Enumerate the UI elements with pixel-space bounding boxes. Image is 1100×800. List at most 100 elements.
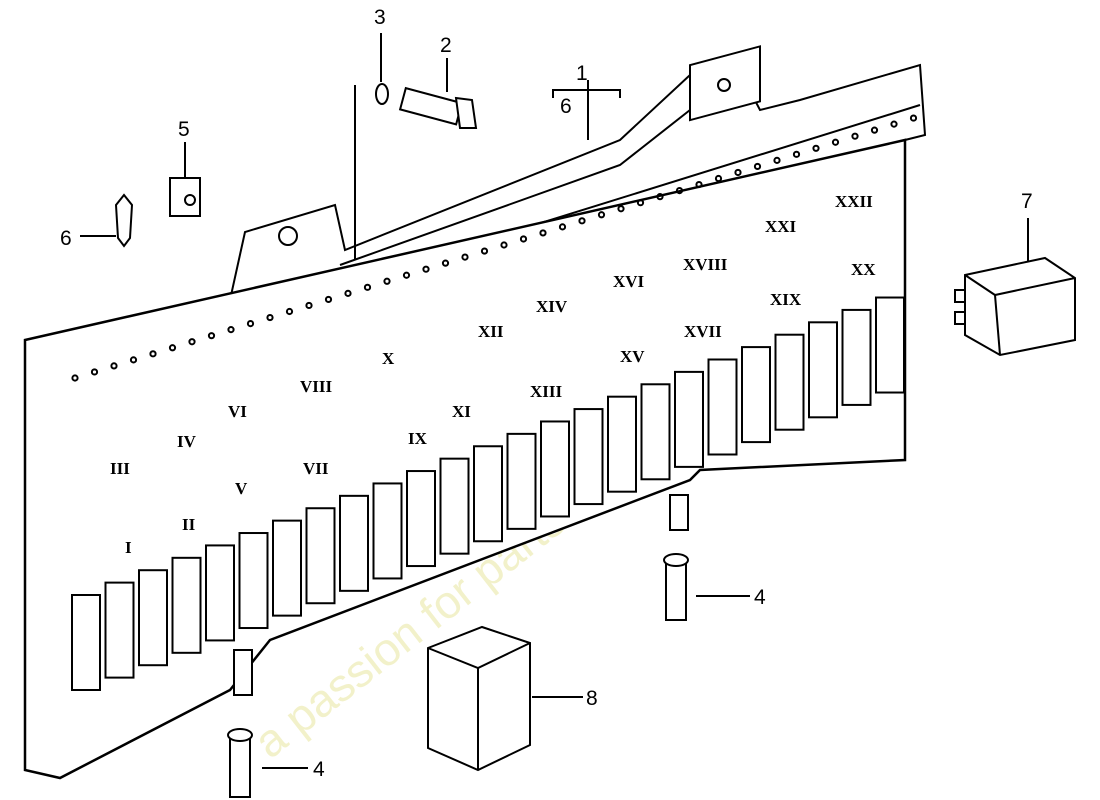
rail-hole [500, 241, 508, 249]
fuse-slot [640, 383, 671, 481]
slot-label: XIV [536, 297, 568, 316]
rail-hole [441, 259, 450, 267]
rail-hole [149, 350, 157, 358]
slot-numerals: I II III IV V VI VII VIII IX X XI XII XI… [110, 192, 876, 557]
leader-lines [80, 33, 1029, 769]
rail-hole [812, 144, 820, 152]
rail-hole [539, 229, 547, 237]
callout-7: 7 [1021, 190, 1033, 213]
rail-hole [831, 138, 840, 146]
slot-label: XIII [530, 382, 563, 401]
fuse-slot [607, 395, 637, 493]
fuse-slot [272, 519, 302, 617]
rail-hole [383, 277, 391, 285]
slot-label: II [182, 515, 196, 534]
callout-3: 3 [374, 6, 386, 29]
rail-hole [753, 162, 762, 171]
fuse-slot [674, 370, 704, 468]
fuse-slot [439, 457, 470, 555]
rail-hole [461, 253, 469, 261]
rail-hole [363, 283, 372, 291]
fuse-slot [138, 569, 168, 667]
part-6-pin [114, 193, 134, 248]
fuse-slot [171, 556, 202, 654]
callout-4: 4 [313, 758, 325, 781]
rail-hole [792, 150, 801, 158]
rail-hole [324, 295, 333, 304]
callout-1: 1 [576, 62, 588, 85]
slot-label: IV [177, 432, 197, 451]
rail-hole [578, 217, 586, 225]
slot-label: VII [303, 459, 329, 478]
rail-hole [266, 313, 274, 322]
slot-label: XVI [613, 272, 645, 291]
rail-hole [734, 168, 742, 177]
fuse-slot [808, 321, 838, 419]
rail-hole [207, 332, 216, 340]
slot-label: XXI [765, 217, 797, 236]
slot-label: XV [620, 347, 645, 366]
fuse-slot [473, 445, 503, 543]
slot-label: III [110, 459, 130, 478]
rail-hole [519, 235, 528, 243]
slot-label: XVII [684, 322, 722, 341]
fuse-slot [875, 296, 905, 394]
fuse-slot [573, 408, 604, 506]
part-4-sleeve [663, 553, 689, 621]
rail-hole [773, 156, 781, 164]
slot-label: V [235, 479, 248, 498]
slot-label: XI [452, 402, 471, 421]
rail-hole [597, 211, 606, 219]
slot-label: XIX [770, 290, 802, 309]
mounting-post [233, 649, 253, 696]
fuse-slots [71, 296, 905, 691]
slot-label: XVIII [683, 255, 728, 274]
callout-4: 4 [754, 586, 766, 609]
fuse-slot [707, 358, 738, 456]
rail-hole [870, 126, 879, 134]
fuse-slot [205, 544, 235, 642]
slot-label: I [125, 538, 132, 557]
callout-5: 5 [178, 118, 190, 141]
rail-hole [909, 114, 918, 122]
slot-label: IX [408, 429, 428, 448]
fuse-slot [238, 532, 269, 630]
fuse-slot [104, 581, 135, 679]
rail-hole [675, 187, 684, 195]
rail-hole [129, 356, 138, 364]
fuse-slot [372, 482, 403, 580]
part-8-relay [427, 625, 531, 772]
fuse-slot [305, 507, 336, 605]
rail-hole [344, 289, 352, 297]
rail-hole [402, 271, 411, 279]
rail-hole [110, 362, 118, 370]
fuse-slot [841, 308, 872, 406]
part-7-relay [954, 256, 1076, 357]
fuse-slot [406, 470, 436, 568]
fuse-slot [506, 432, 537, 530]
rail-hole [90, 368, 99, 376]
callout-6: 6 [60, 227, 72, 250]
rail-hole [695, 180, 703, 189]
rail-hole [188, 338, 196, 346]
rail-hole [480, 247, 489, 255]
slot-label: XXII [835, 192, 873, 211]
part-3-washer [375, 83, 389, 105]
rail-hole [246, 319, 255, 328]
fuse-slot [71, 594, 101, 691]
rail-hole [636, 199, 645, 207]
callout-6-sub: 6 [560, 95, 572, 118]
callout-8: 8 [586, 687, 598, 710]
part-2-bolt [398, 86, 478, 129]
rail-hole [656, 193, 664, 201]
rail-hole [305, 301, 313, 310]
part-5-clip-nut [169, 177, 201, 217]
rail-hole [285, 307, 294, 316]
fuse-slot [540, 420, 570, 518]
callout-2: 2 [440, 34, 452, 57]
rail-hole [558, 223, 567, 231]
rail-hole [168, 344, 177, 352]
rail-hole [890, 120, 898, 128]
slot-label: XII [478, 322, 504, 341]
